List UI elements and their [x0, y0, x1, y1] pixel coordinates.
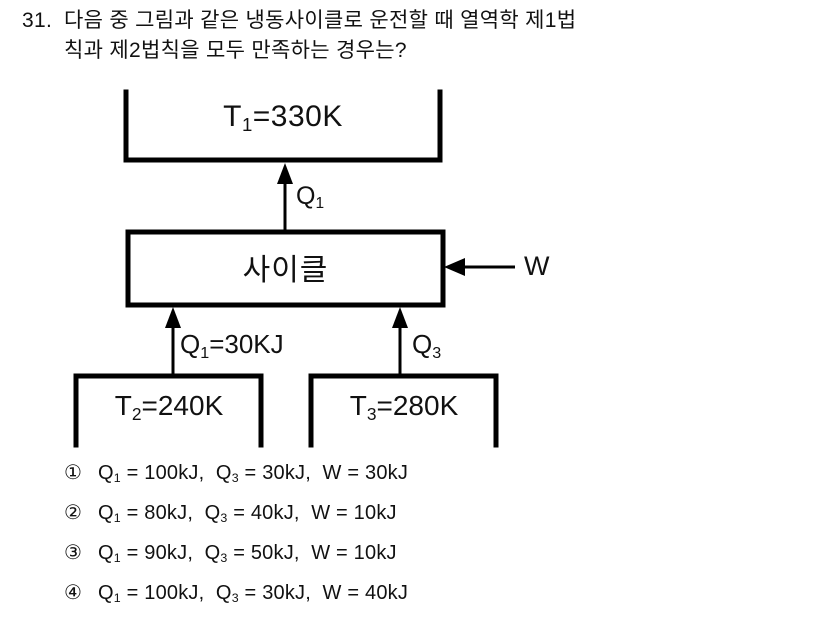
- cold-reservoir-left-label: T2=240K: [76, 390, 262, 424]
- choice4-q3-symbol: Q: [215, 582, 232, 604]
- answer-choice-1-text: Q1 = 100kJ, Q3 = 30kJ, W = 30kJ: [98, 462, 409, 486]
- cold-reservoir-left-box: [73, 373, 264, 448]
- choice4-q1-symbol: Q: [98, 582, 114, 604]
- choice3-q3-sub: 3: [220, 551, 228, 566]
- cold-reservoir-left-label-sub: 2: [131, 403, 142, 424]
- choice3-w-value: 10kJ: [353, 542, 397, 564]
- cycle-label: 사이클: [242, 254, 329, 287]
- choice4-q1-value: 100kJ: [144, 582, 199, 604]
- hot-reservoir-label: T1=330K: [124, 100, 442, 136]
- hot-reservoir-label-sub: 1: [241, 114, 253, 136]
- cold-reservoir-left-label-rest: =240K: [141, 390, 224, 421]
- choice1-w-value: 30kJ: [365, 462, 409, 484]
- answer-choice-1[interactable]: ① Q1 = 100kJ, Q3 = 30kJ, W = 30kJ: [64, 462, 764, 502]
- cold-reservoir-right-box: [308, 373, 499, 448]
- answer-choice-3-text: Q1 = 90kJ, Q3 = 50kJ, W = 10kJ: [98, 542, 397, 566]
- cold-reservoir-right-label-sub: 3: [366, 403, 377, 424]
- work-arrow-head: [444, 258, 465, 276]
- cycle-box: [125, 229, 446, 308]
- choice3-q1-value: 90kJ: [144, 542, 188, 564]
- choice2-w-symbol: W: [311, 502, 331, 524]
- answer-choice-2-text: Q1 = 80kJ, Q3 = 40kJ, W = 10kJ: [98, 502, 397, 526]
- choice2-q1-symbol: Q: [98, 502, 114, 524]
- heat-in-left-label-symbol: Q: [180, 329, 201, 359]
- choice3-w-symbol: W: [311, 542, 331, 564]
- choice4-q3-sub: 3: [231, 591, 239, 606]
- choice2-q3-symbol: Q: [204, 502, 221, 524]
- heat-out-label-sub: 1: [315, 195, 325, 213]
- choice3-q3-value: 50kJ: [250, 542, 294, 564]
- choice4-q1-sub: 1: [113, 591, 121, 606]
- heat-in-left-arrow-head: [165, 307, 181, 328]
- cold-reservoir-left-label-symbol: T: [114, 390, 132, 421]
- heat-out-label-symbol: Q: [296, 182, 316, 210]
- answer-choice-4-text: Q1 = 100kJ, Q3 = 30kJ, W = 40kJ: [98, 582, 409, 606]
- choice3-q1-sub: 1: [113, 551, 121, 566]
- question-text-line-2: 칙과 제2법칙을 모두 만족하는 경우는?: [64, 39, 407, 62]
- choice1-q1-symbol: Q: [98, 462, 114, 484]
- choice3-q3-symbol: Q: [204, 542, 221, 564]
- answer-choice-4[interactable]: ④ Q1 = 100kJ, Q3 = 30kJ, W = 40kJ: [64, 582, 764, 622]
- choice2-q1-value: 80kJ: [144, 502, 188, 524]
- choice1-q3-sub: 3: [231, 471, 239, 486]
- question-block: 31. 다음 중 그림과 같은 냉동사이클로 운전할 때 열역학 제1법 칙과 …: [22, 6, 792, 66]
- choice1-q3-symbol: Q: [215, 462, 232, 484]
- question-number: 31.: [22, 9, 53, 32]
- choice2-w-value: 10kJ: [353, 502, 397, 524]
- choice1-q3-value: 30kJ: [262, 462, 306, 484]
- heat-in-left-label-sub: 1: [200, 343, 210, 362]
- choice1-q1-sub: 1: [113, 471, 121, 486]
- heat-out-arrow-head: [277, 163, 293, 184]
- hot-reservoir-label-rest: =330K: [252, 100, 343, 133]
- hot-reservoir-box: [123, 89, 443, 163]
- choice1-w-symbol: W: [322, 462, 342, 484]
- heat-in-right-arrow-head: [392, 307, 408, 328]
- answer-choice-3[interactable]: ③ Q1 = 90kJ, Q3 = 50kJ, W = 10kJ: [64, 542, 764, 582]
- work-label: W: [524, 251, 550, 281]
- answer-choice-4-marker: ④: [64, 582, 82, 604]
- cold-reservoir-right-label: T3=280K: [311, 390, 497, 424]
- answer-choice-list: ① Q1 = 100kJ, Q3 = 30kJ, W = 30kJ ② Q1 =…: [64, 462, 764, 622]
- choice4-w-value: 40kJ: [365, 582, 409, 604]
- answer-choice-2-marker: ②: [64, 502, 82, 524]
- choice2-q1-sub: 1: [113, 511, 121, 526]
- heat-out-label: Q1: [296, 182, 325, 213]
- choice3-q1-symbol: Q: [98, 542, 114, 564]
- heat-in-left-label-rest: =30KJ: [209, 329, 284, 359]
- answer-choice-1-marker: ①: [64, 462, 82, 484]
- heat-in-right-label-sub: 3: [432, 343, 442, 362]
- heat-in-right-label: Q3: [412, 329, 442, 362]
- heat-in-right-label-symbol: Q: [412, 329, 433, 359]
- choice2-q3-sub: 3: [220, 511, 228, 526]
- heat-in-left-label: Q1=30KJ: [180, 329, 284, 362]
- answer-choice-2[interactable]: ② Q1 = 80kJ, Q3 = 40kJ, W = 10kJ: [64, 502, 764, 542]
- cold-reservoir-right-label-symbol: T: [349, 390, 367, 421]
- answer-choice-3-marker: ③: [64, 542, 82, 564]
- choice1-q1-value: 100kJ: [144, 462, 199, 484]
- choice4-q3-value: 30kJ: [262, 582, 306, 604]
- question-line-1: 31. 다음 중 그림과 같은 냉동사이클로 운전할 때 열역학 제1법: [22, 6, 792, 36]
- cold-reservoir-right-label-rest: =280K: [376, 390, 459, 421]
- choice4-w-symbol: W: [322, 582, 342, 604]
- hot-reservoir-label-symbol: T: [223, 100, 242, 133]
- choice2-q3-value: 40kJ: [250, 502, 294, 524]
- question-text-line-1: 다음 중 그림과 같은 냉동사이클로 운전할 때 열역학 제1법: [64, 9, 577, 32]
